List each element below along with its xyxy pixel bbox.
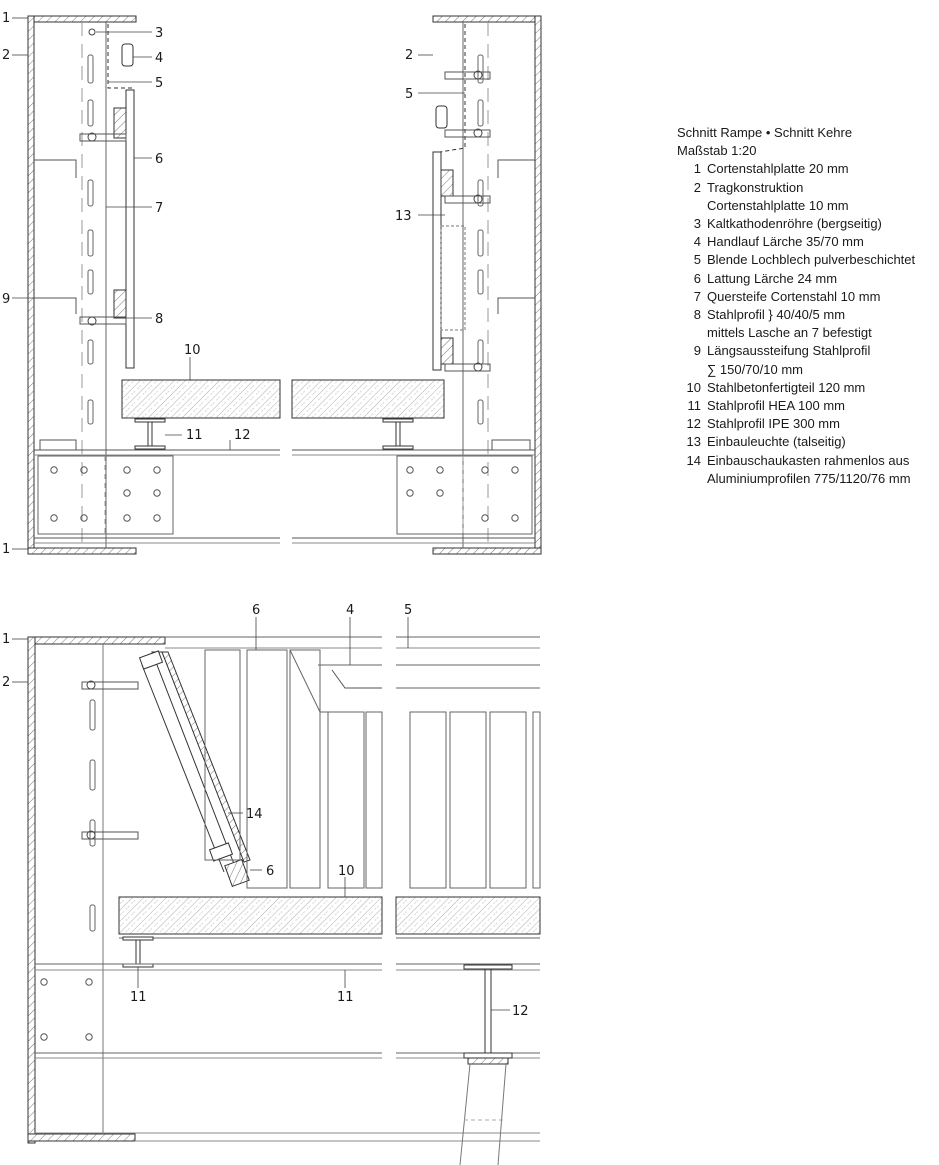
legend-scale: Maßstab 1:20 [677, 143, 757, 159]
legend-item-text: Stahlprofil HEA 100 mm [707, 398, 846, 414]
legend-item-continuation: Cortenstahlplatte 10 mm [707, 197, 849, 213]
legend-item: 8 Stahlprofil } 40/40/5 mm [677, 306, 939, 324]
legend-item-continuation: Aluminiumprofilen 775/1120/76 mm [707, 470, 911, 486]
callout-2: 2 [2, 48, 10, 63]
callout-5: 5 [155, 76, 163, 91]
callout-14: 14 [246, 807, 263, 822]
legend-item: 3 Kaltkathodenröhre (bergseitig) [677, 215, 939, 233]
legend-item: 11 Stahlprofil HEA 100 mm [677, 397, 939, 415]
callout-9: 9 [2, 292, 10, 307]
callout-10-lower: 10 [338, 864, 355, 879]
callout-7: 7 [155, 201, 163, 216]
legend-item: 7 Quersteife Cortenstahl 10 mm [677, 288, 939, 306]
callout-12-lower: 12 [512, 1004, 529, 1019]
legend-item-number: 4 [693, 234, 701, 250]
callout-1-bottom: 1 [2, 542, 10, 557]
callout-10: 10 [184, 343, 201, 358]
legend-item-text: Tragkonstruktion [707, 179, 804, 195]
callout-12: 12 [234, 428, 251, 443]
legend-item: 10 Stahlbetonfertigteil 120 mm [677, 379, 939, 397]
callout-1-lower: 1 [2, 632, 10, 647]
callout-3: 3 [155, 26, 163, 41]
legend-item-number: 3 [693, 216, 701, 232]
callout-1: 1 [2, 11, 10, 26]
legend-item-number: 11 [687, 398, 702, 414]
callout-11-left: 11 [130, 990, 147, 1005]
legend-item-text: Einbauleuchte (talseitig) [707, 434, 846, 450]
callout-2-right: 2 [405, 48, 413, 63]
legend-item-text: Einbauschaukasten rahmenlos aus [707, 452, 910, 468]
callout-6-lower: 6 [266, 864, 274, 879]
legend-item: 5 Blende Lochblech pulverbeschichtet [677, 251, 939, 269]
legend-item-text: Kaltkathodenröhre (bergseitig) [707, 216, 882, 232]
callout-8: 8 [155, 312, 163, 327]
top-left-section [27, 15, 281, 555]
callout-5-bottom: 5 [404, 603, 412, 618]
legend-item-text: Blende Lochblech pulverbeschichtet [707, 252, 916, 268]
legend-item-number: 13 [686, 434, 701, 450]
callout-4-bottom: 4 [346, 603, 354, 618]
legend-item: 2 Tragkonstruktion [677, 179, 939, 197]
legend-item-text: Stahlprofil } 40/40/5 mm [707, 307, 846, 323]
legend-item: 14 Einbauschaukasten rahmenlos aus [677, 452, 939, 470]
legend-item-number: 9 [693, 343, 701, 359]
callout-13: 13 [395, 209, 412, 224]
callout-labels: 1 2 3 4 5 6 7 9 8 10 11 12 1 2 5 13 6 4 … [2, 11, 529, 1019]
callout-2-lower: 2 [2, 675, 10, 690]
legend-item: 1 Cortenstahlplatte 20 mm [677, 160, 939, 178]
legend-item-text: Stahlbetonfertigteil 120 mm [707, 379, 866, 395]
legend-item-number: 7 [693, 288, 701, 304]
legend-item-continuation: mittels Lasche an 7 befestigt [707, 325, 872, 341]
legend-item-text: Quersteife Cortenstahl 10 mm [707, 288, 881, 304]
callout-6-bottom: 6 [252, 603, 260, 618]
callout-4: 4 [155, 51, 163, 66]
callout-5-right: 5 [405, 87, 413, 102]
legend-items: 1 Cortenstahlplatte 20 mm 2 Tragkonstruktio… [677, 160, 939, 488]
leader-lines [12, 17, 510, 1011]
legend-item: 4 Handlauf Lärche 35/70 mm [677, 233, 939, 251]
legend-item: 12 Stahlprofil IPE 300 mm [677, 415, 939, 433]
legend-item-text: Cortenstahlplatte 20 mm [707, 161, 849, 177]
legend-item-text: Stahlprofil IPE 300 mm [707, 416, 840, 432]
legend-item-number: 12 [686, 416, 701, 432]
legend-item-number: 8 [693, 307, 701, 323]
legend-item: 13 Einbauleuchte (talseitig) [677, 433, 939, 451]
legend-item-number: 14 [686, 452, 701, 468]
legend-item-continuation: ∑ 150/70/10 mm [707, 361, 803, 377]
legend-item-number: 2 [693, 179, 701, 195]
bottom-section [27, 636, 541, 1165]
legend-item-number: 6 [693, 270, 701, 286]
legend-item-text: Längsaussteifung Stahlprofil [707, 343, 871, 359]
legend-item: 9 Längsaussteifung Stahlprofil [677, 342, 939, 360]
legend-item-number: 10 [686, 379, 701, 395]
legend: Schnitt Rampe • Schnitt Kehre Maßstab 1:… [677, 124, 939, 488]
legend-item-number: 1 [693, 161, 701, 177]
legend-item: 6 Lattung Lärche 24 mm [677, 270, 939, 288]
legend-item-text: Handlauf Lärche 35/70 mm [707, 234, 864, 250]
legend-item-number: 5 [693, 252, 701, 268]
callout-11-right: 11 [337, 990, 354, 1005]
callout-11: 11 [186, 428, 203, 443]
legend-title: Schnitt Rampe • Schnitt Kehre [677, 125, 853, 140]
top-right-section [291, 15, 542, 555]
legend-item-text: Lattung Lärche 24 mm [707, 270, 838, 286]
callout-6: 6 [155, 152, 163, 167]
